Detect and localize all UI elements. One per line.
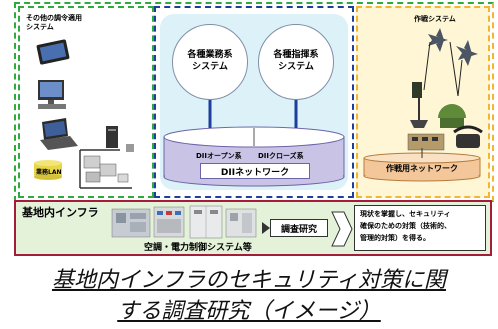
dii-closed-label: DIIクローズ系 — [258, 152, 304, 160]
caption-line-2: する調査研究（イメージ） — [117, 299, 381, 324]
infra-label: 基地内インフラ — [22, 206, 99, 219]
command-system-label: 各種指揮系 システム — [273, 50, 319, 72]
antenna-icon — [410, 82, 428, 128]
aircraft-icon — [428, 28, 478, 66]
tablet-icon — [36, 39, 70, 65]
lan-database-icon — [34, 160, 62, 180]
result-text: 現状を掌握し、セキュリティ 確保のための対策（技術的、 管理的対策）を得る。 — [360, 210, 451, 242]
desktop-pc-icon — [38, 80, 66, 109]
study-box-label: 調査研究 — [280, 225, 317, 235]
laptop-icon — [40, 118, 78, 150]
hvac-equipment-icon — [111, 208, 151, 238]
field-control-panel-icon — [407, 133, 445, 151]
switchgear-icon — [225, 208, 257, 238]
control-board-icon — [153, 206, 185, 238]
caption-line-1: 基地内インフラのセキュリティ対策に関 — [51, 268, 447, 293]
radar-dome-icon — [438, 104, 466, 128]
study-box — [270, 219, 328, 237]
result-box — [354, 205, 486, 251]
dii-network-label: DIIネットワーク — [220, 168, 290, 178]
dii-open-label: DIIオープン系 — [196, 152, 242, 160]
other-systems-label: その他の調令適用 システム — [26, 14, 82, 31]
operations-label: 作戦システム — [414, 15, 456, 23]
business-system-label: 各種業務系 システム — [187, 50, 233, 72]
operations-network-label: 作戦用ネットワーク — [386, 164, 458, 173]
telephone-icon — [453, 125, 483, 148]
dii-network-label-box — [200, 163, 310, 179]
business-system-circle — [172, 24, 248, 100]
lan-label: 業務LAN — [36, 169, 62, 176]
network-equipment-icon — [79, 144, 134, 189]
command-system-circle — [258, 24, 334, 100]
power-cabinet-icon — [189, 205, 223, 239]
server-icon — [106, 126, 118, 148]
infra-control-systems-label: 空調・電力制御システム等 — [144, 243, 252, 253]
